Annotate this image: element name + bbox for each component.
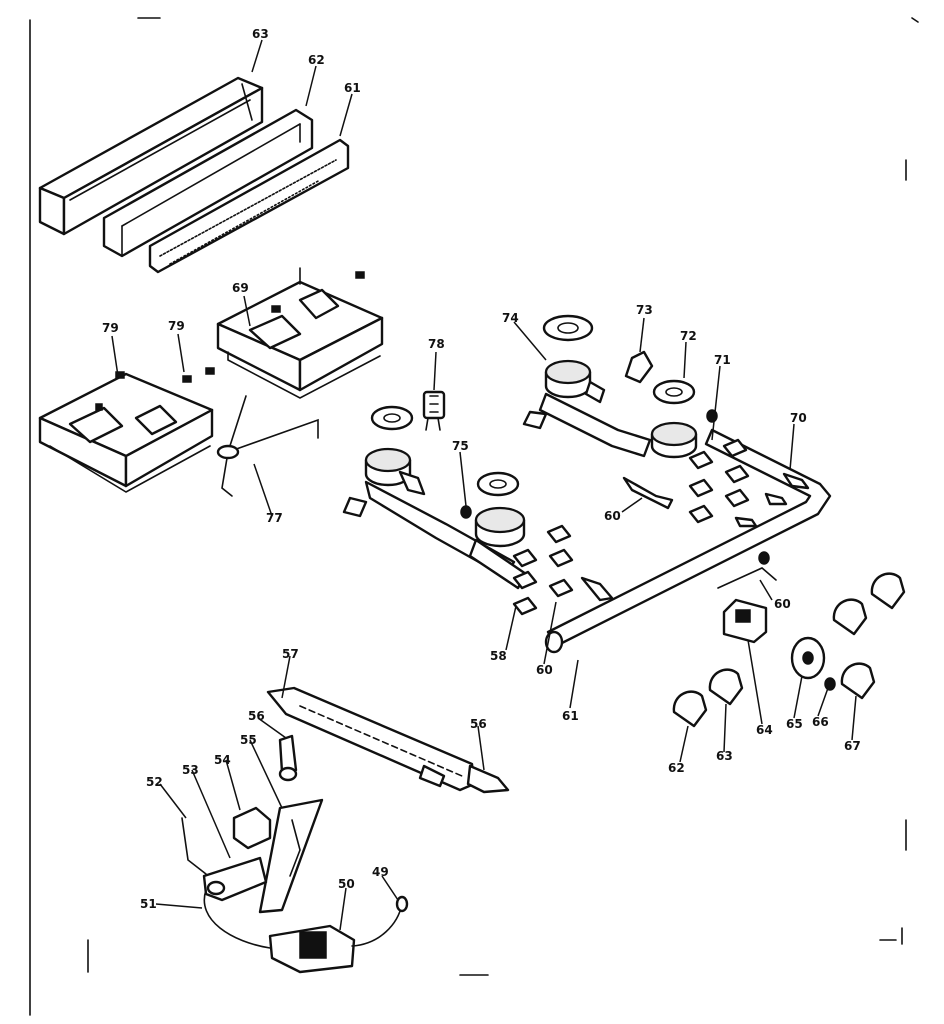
part-62-frame xyxy=(102,108,314,258)
burner-tubes xyxy=(342,380,652,590)
callout-62-top: 62 xyxy=(308,53,325,67)
regulator-assembly xyxy=(181,817,409,974)
callout-61-bottom: 61 xyxy=(562,709,579,723)
scan-artifacts xyxy=(29,17,919,1016)
callout-79-left: 79 xyxy=(102,321,119,335)
part-57-bar xyxy=(266,686,510,794)
callout-65: 65 xyxy=(786,717,803,731)
part-78-valve xyxy=(422,390,446,431)
callout-72: 72 xyxy=(680,329,697,343)
control-knobs xyxy=(672,572,906,728)
callout-78: 78 xyxy=(428,337,445,351)
callout-75: 75 xyxy=(452,439,469,453)
valve-clips xyxy=(460,350,810,616)
callout-61-top: 61 xyxy=(344,81,361,95)
callout-63-top: 63 xyxy=(252,27,269,41)
part-61-front-panel xyxy=(148,138,350,274)
leader-lines xyxy=(111,39,857,931)
callout-56-lower: 56 xyxy=(248,709,265,723)
callout-54: 54 xyxy=(214,753,231,767)
callout-73: 73 xyxy=(636,303,653,317)
callout-70: 70 xyxy=(790,411,807,425)
part-64-switch xyxy=(722,598,768,644)
part-56-fitting xyxy=(278,734,298,782)
callout-58: 58 xyxy=(490,649,507,663)
burner-rings xyxy=(370,314,696,497)
callout-50: 50 xyxy=(338,877,355,891)
callout-64: 64 xyxy=(756,723,773,737)
part-69-burner-box xyxy=(216,267,384,399)
callout-52: 52 xyxy=(146,775,163,789)
callout-55: 55 xyxy=(240,733,257,747)
part-54-block xyxy=(232,806,272,850)
callout-60-lower: 60 xyxy=(536,663,553,677)
burner-heads xyxy=(364,359,698,548)
callout-79-right: 79 xyxy=(168,319,185,333)
callout-56-upper: 56 xyxy=(470,717,487,731)
callout-49: 49 xyxy=(372,865,389,879)
part-79-burner-box xyxy=(38,367,215,493)
callout-69: 69 xyxy=(232,281,249,295)
callout-51: 51 xyxy=(140,897,157,911)
part-63-trim-box xyxy=(38,76,264,236)
callout-67: 67 xyxy=(844,739,861,753)
part-55-bracket xyxy=(258,798,324,914)
callout-60-right: 60 xyxy=(774,597,791,611)
part-61-manifold xyxy=(544,428,832,654)
callout-63-bottom: 63 xyxy=(716,749,733,763)
callout-62-bottom: 62 xyxy=(668,761,685,775)
callout-66: 66 xyxy=(812,715,829,729)
part-77-bracket xyxy=(216,395,319,497)
callout-77: 77 xyxy=(266,511,283,525)
callout-57: 57 xyxy=(282,647,299,661)
callout-53: 53 xyxy=(182,763,199,777)
callout-labels: 63 62 61 69 79 79 77 78 74 73 72 71 70 7… xyxy=(102,27,861,911)
callout-71: 71 xyxy=(714,353,731,367)
callout-60-upper: 60 xyxy=(604,509,621,523)
callout-74: 74 xyxy=(502,311,519,325)
